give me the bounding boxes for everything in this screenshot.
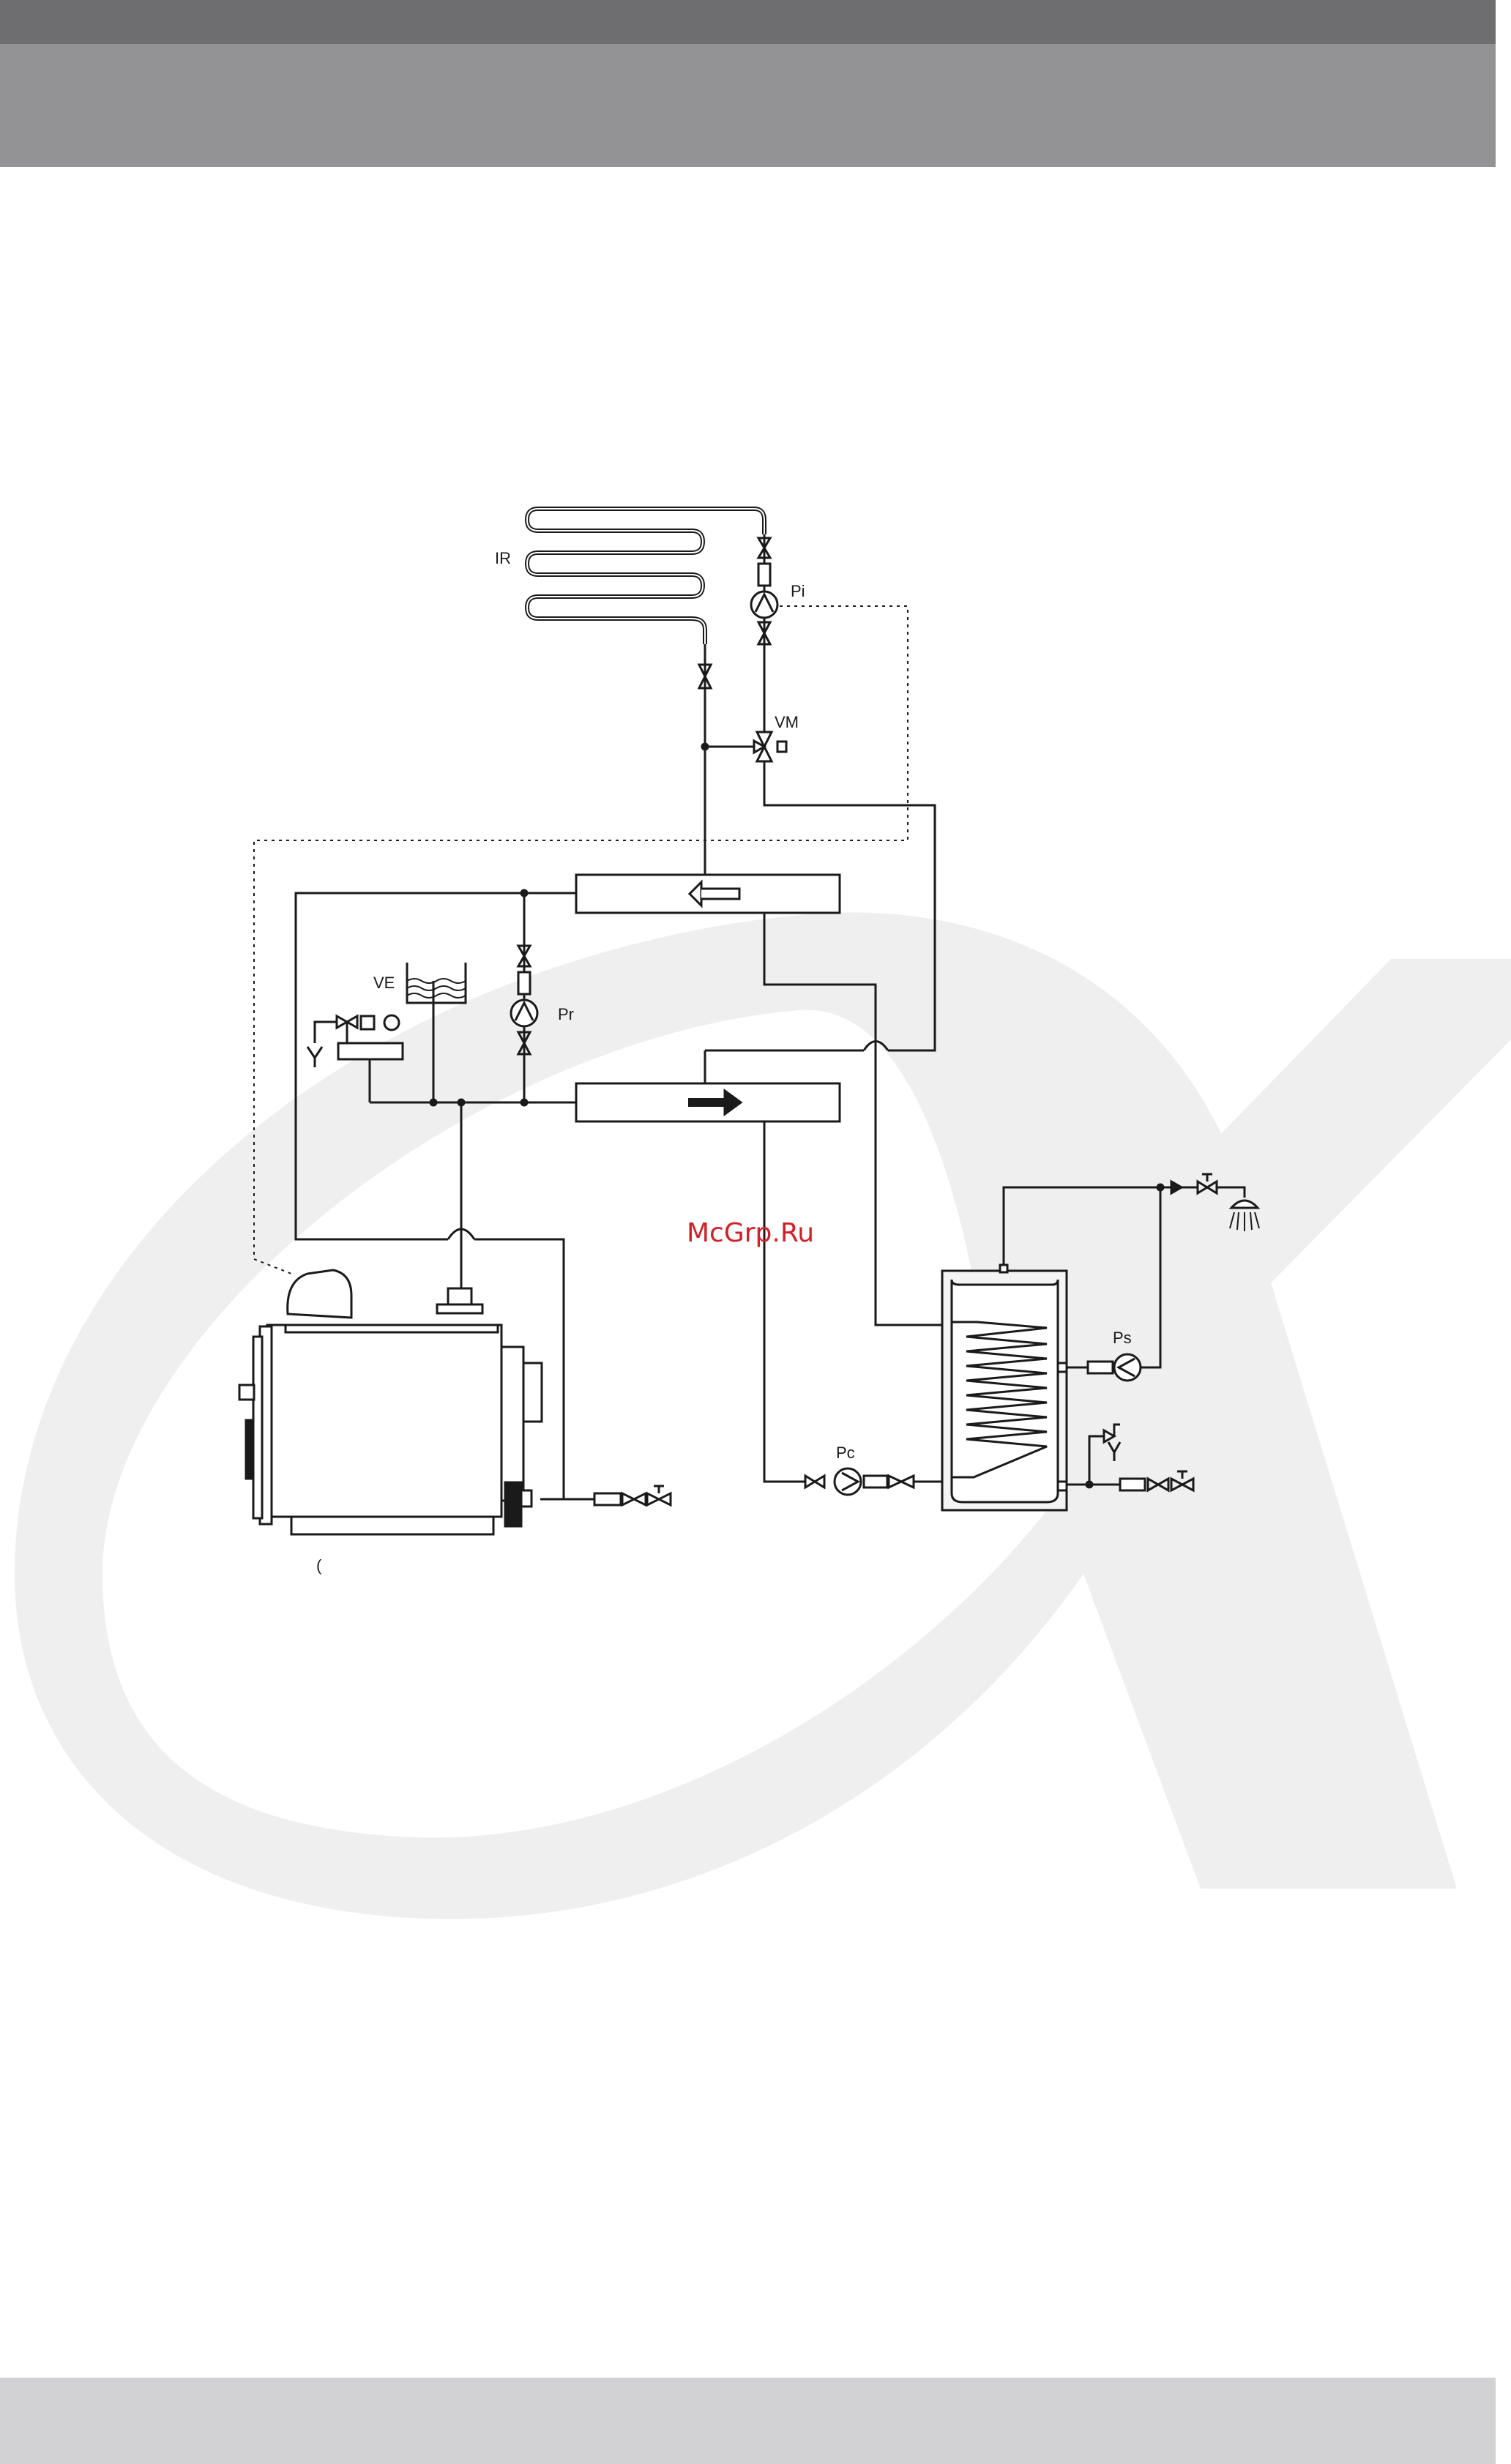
label-pc: Pc [836, 1444, 855, 1462]
check-valve-boiler [594, 1493, 621, 1505]
label-boiler-mark: ( [316, 1556, 322, 1575]
background-logo [15, 912, 1511, 1919]
mixing-valve-vm [754, 732, 786, 761]
pump-pi [751, 591, 777, 618]
dhw-tank [942, 1265, 1067, 1510]
label-vm: VM [775, 713, 799, 731]
pipe-pc-line [764, 1121, 805, 1482]
expansion-vessel-ve [407, 963, 466, 1003]
junction-dot [702, 744, 708, 750]
label-ps: Ps [1113, 1329, 1132, 1347]
boiler [239, 1270, 542, 1534]
label-ir: IR [495, 549, 511, 567]
watermark-text: McGrp.Ru [687, 1218, 814, 1248]
label-pr: Pr [558, 1005, 574, 1023]
label-pi: Pi [791, 582, 805, 600]
pump-pc [805, 1468, 944, 1495]
shutoff-valves-boiler [622, 1493, 671, 1505]
check-valve-dhw [1120, 1479, 1145, 1490]
underfloor-coil-ir [527, 509, 764, 644]
label-ve: VE [373, 974, 395, 992]
